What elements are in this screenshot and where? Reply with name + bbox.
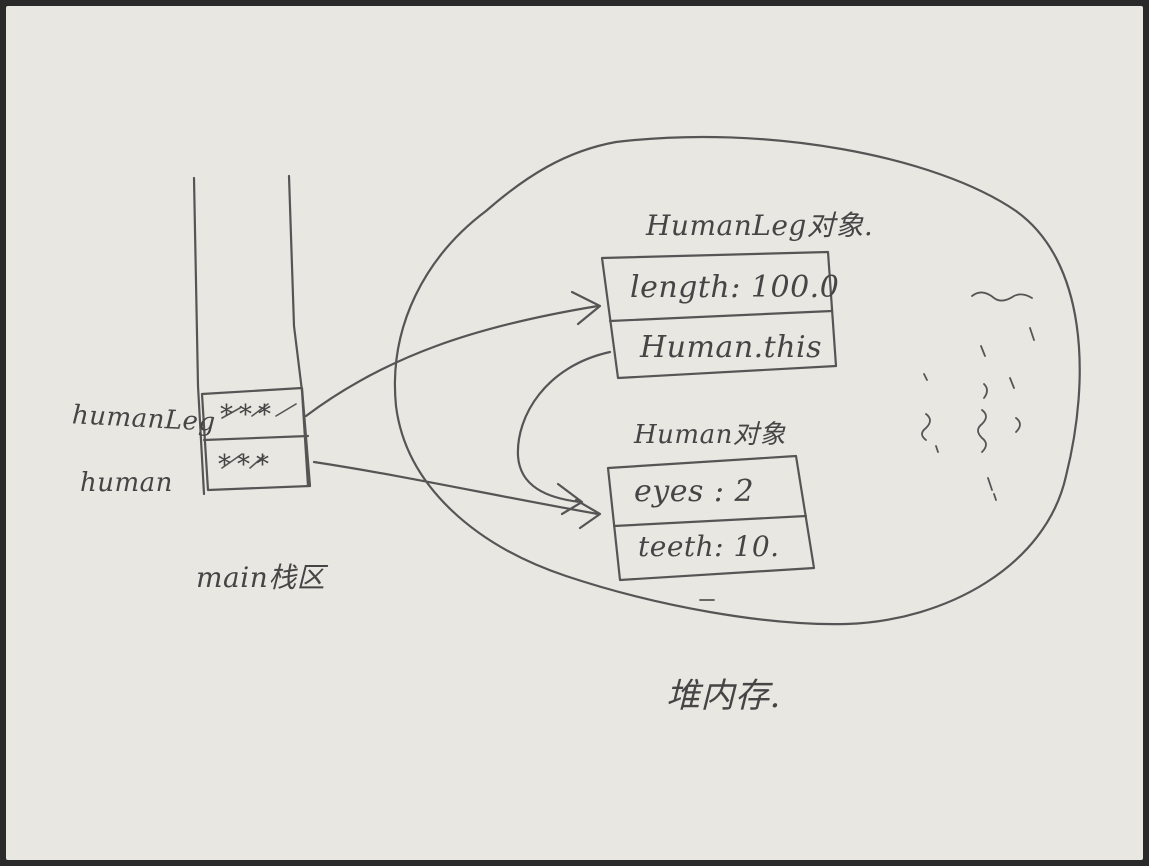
stack-strike-marks — [221, 403, 297, 469]
stack-right-wall — [287, 174, 310, 488]
arrow-human-head — [574, 498, 602, 530]
heap-squiggles — [921, 291, 1035, 501]
heap-boundary — [393, 135, 1081, 626]
humanleg-object-title: HumanLeg对象. — [646, 209, 874, 242]
human-object-divider — [612, 514, 808, 528]
humanleg-object-box — [600, 250, 838, 380]
stack-cell-divider — [202, 434, 310, 442]
arrow-outer-ref — [516, 350, 612, 504]
stack-left-wall — [192, 176, 206, 496]
human-object-box — [606, 454, 816, 582]
arrow-humanleg-head — [570, 290, 602, 326]
paper-sheet: humanLeg human *** *** main栈区 HumanLeg对象… — [6, 6, 1143, 860]
human-field-teeth: teeth: 10. — [638, 530, 780, 563]
stack-cell-border — [200, 386, 312, 492]
memory-diagram — [192, 135, 1081, 626]
stack-label: main栈区 — [196, 561, 326, 594]
stack-cell-humanleg-value: *** — [220, 400, 277, 430]
humanleg-field-outer: Human.this — [640, 330, 823, 365]
arrow-humanleg-ref — [304, 304, 600, 418]
arrow-human-ref — [312, 460, 600, 516]
humanleg-field-length: length: 100.0 — [630, 270, 840, 305]
arrow-outer-head — [556, 482, 584, 516]
stack-cell-human-value: *** — [218, 450, 275, 480]
human-field-eyes: eyes : 2 — [634, 474, 755, 509]
human-object-title: Human对象 — [634, 420, 786, 450]
heap-label: 堆内存. — [666, 676, 781, 716]
humanleg-object-divider — [608, 309, 834, 323]
stack-var-human: human — [80, 468, 173, 498]
